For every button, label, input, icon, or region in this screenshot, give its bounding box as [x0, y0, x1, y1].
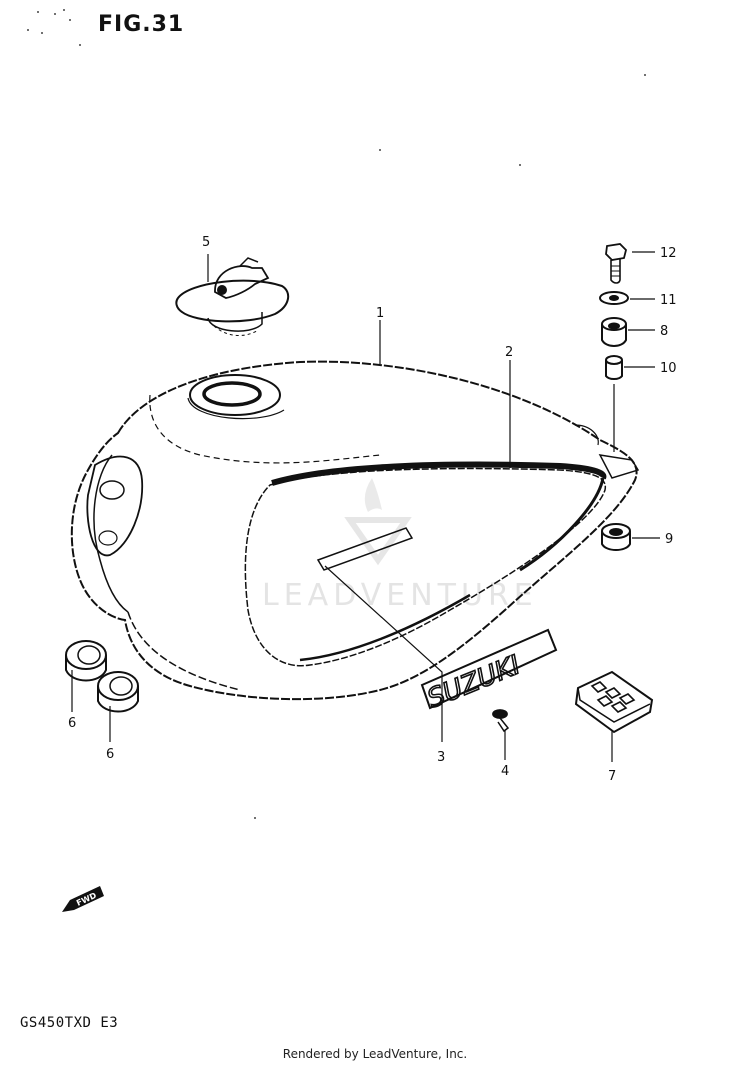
forward-arrow: FWD — [62, 886, 104, 912]
callout-9: 9 — [665, 532, 673, 547]
collar-10 — [605, 355, 623, 380]
callout-6-right: 6 — [106, 747, 114, 762]
cushion-9 — [601, 523, 631, 551]
watermark-text: LEADVENTURE — [262, 578, 538, 613]
cushion-block-7 — [574, 670, 654, 734]
fuel-cap — [175, 257, 290, 336]
callout-10: 10 — [660, 361, 677, 376]
footer-credit: Rendered by LeadVenture, Inc. — [282, 1047, 468, 1061]
callout-4: 4 — [501, 764, 509, 779]
callout-8: 8 — [660, 324, 668, 339]
emblem-text: SUZUKI — [423, 650, 524, 714]
washer-11 — [599, 291, 629, 305]
model-code: GS450TXD E3 — [20, 1015, 119, 1031]
callout-5: 5 — [202, 235, 210, 250]
callout-7: 7 — [608, 769, 616, 784]
callout-12: 12 — [660, 246, 677, 261]
callout-2: 2 — [505, 345, 513, 360]
callouts: 5 1 2 3 4 6 6 7 8 9 10 11 12 — [68, 235, 677, 784]
callout-3: 3 — [437, 750, 445, 765]
callout-1: 1 — [376, 306, 384, 321]
callout-6-left: 6 — [68, 716, 76, 731]
cushion-6-left — [65, 640, 107, 682]
watermark: LEADVENTURE — [262, 478, 538, 613]
cushion-8 — [601, 317, 627, 347]
bolt-12 — [605, 243, 627, 284]
cushion-6-right — [97, 671, 139, 713]
scan-specks — [27, 9, 646, 819]
leader-lines — [71, 251, 660, 762]
forward-arrow-text: FWD — [75, 891, 98, 908]
callout-11: 11 — [660, 293, 677, 308]
screw-4 — [492, 709, 510, 733]
fuel-tank — [70, 360, 640, 701]
figure-title: FIG.31 — [98, 12, 185, 37]
